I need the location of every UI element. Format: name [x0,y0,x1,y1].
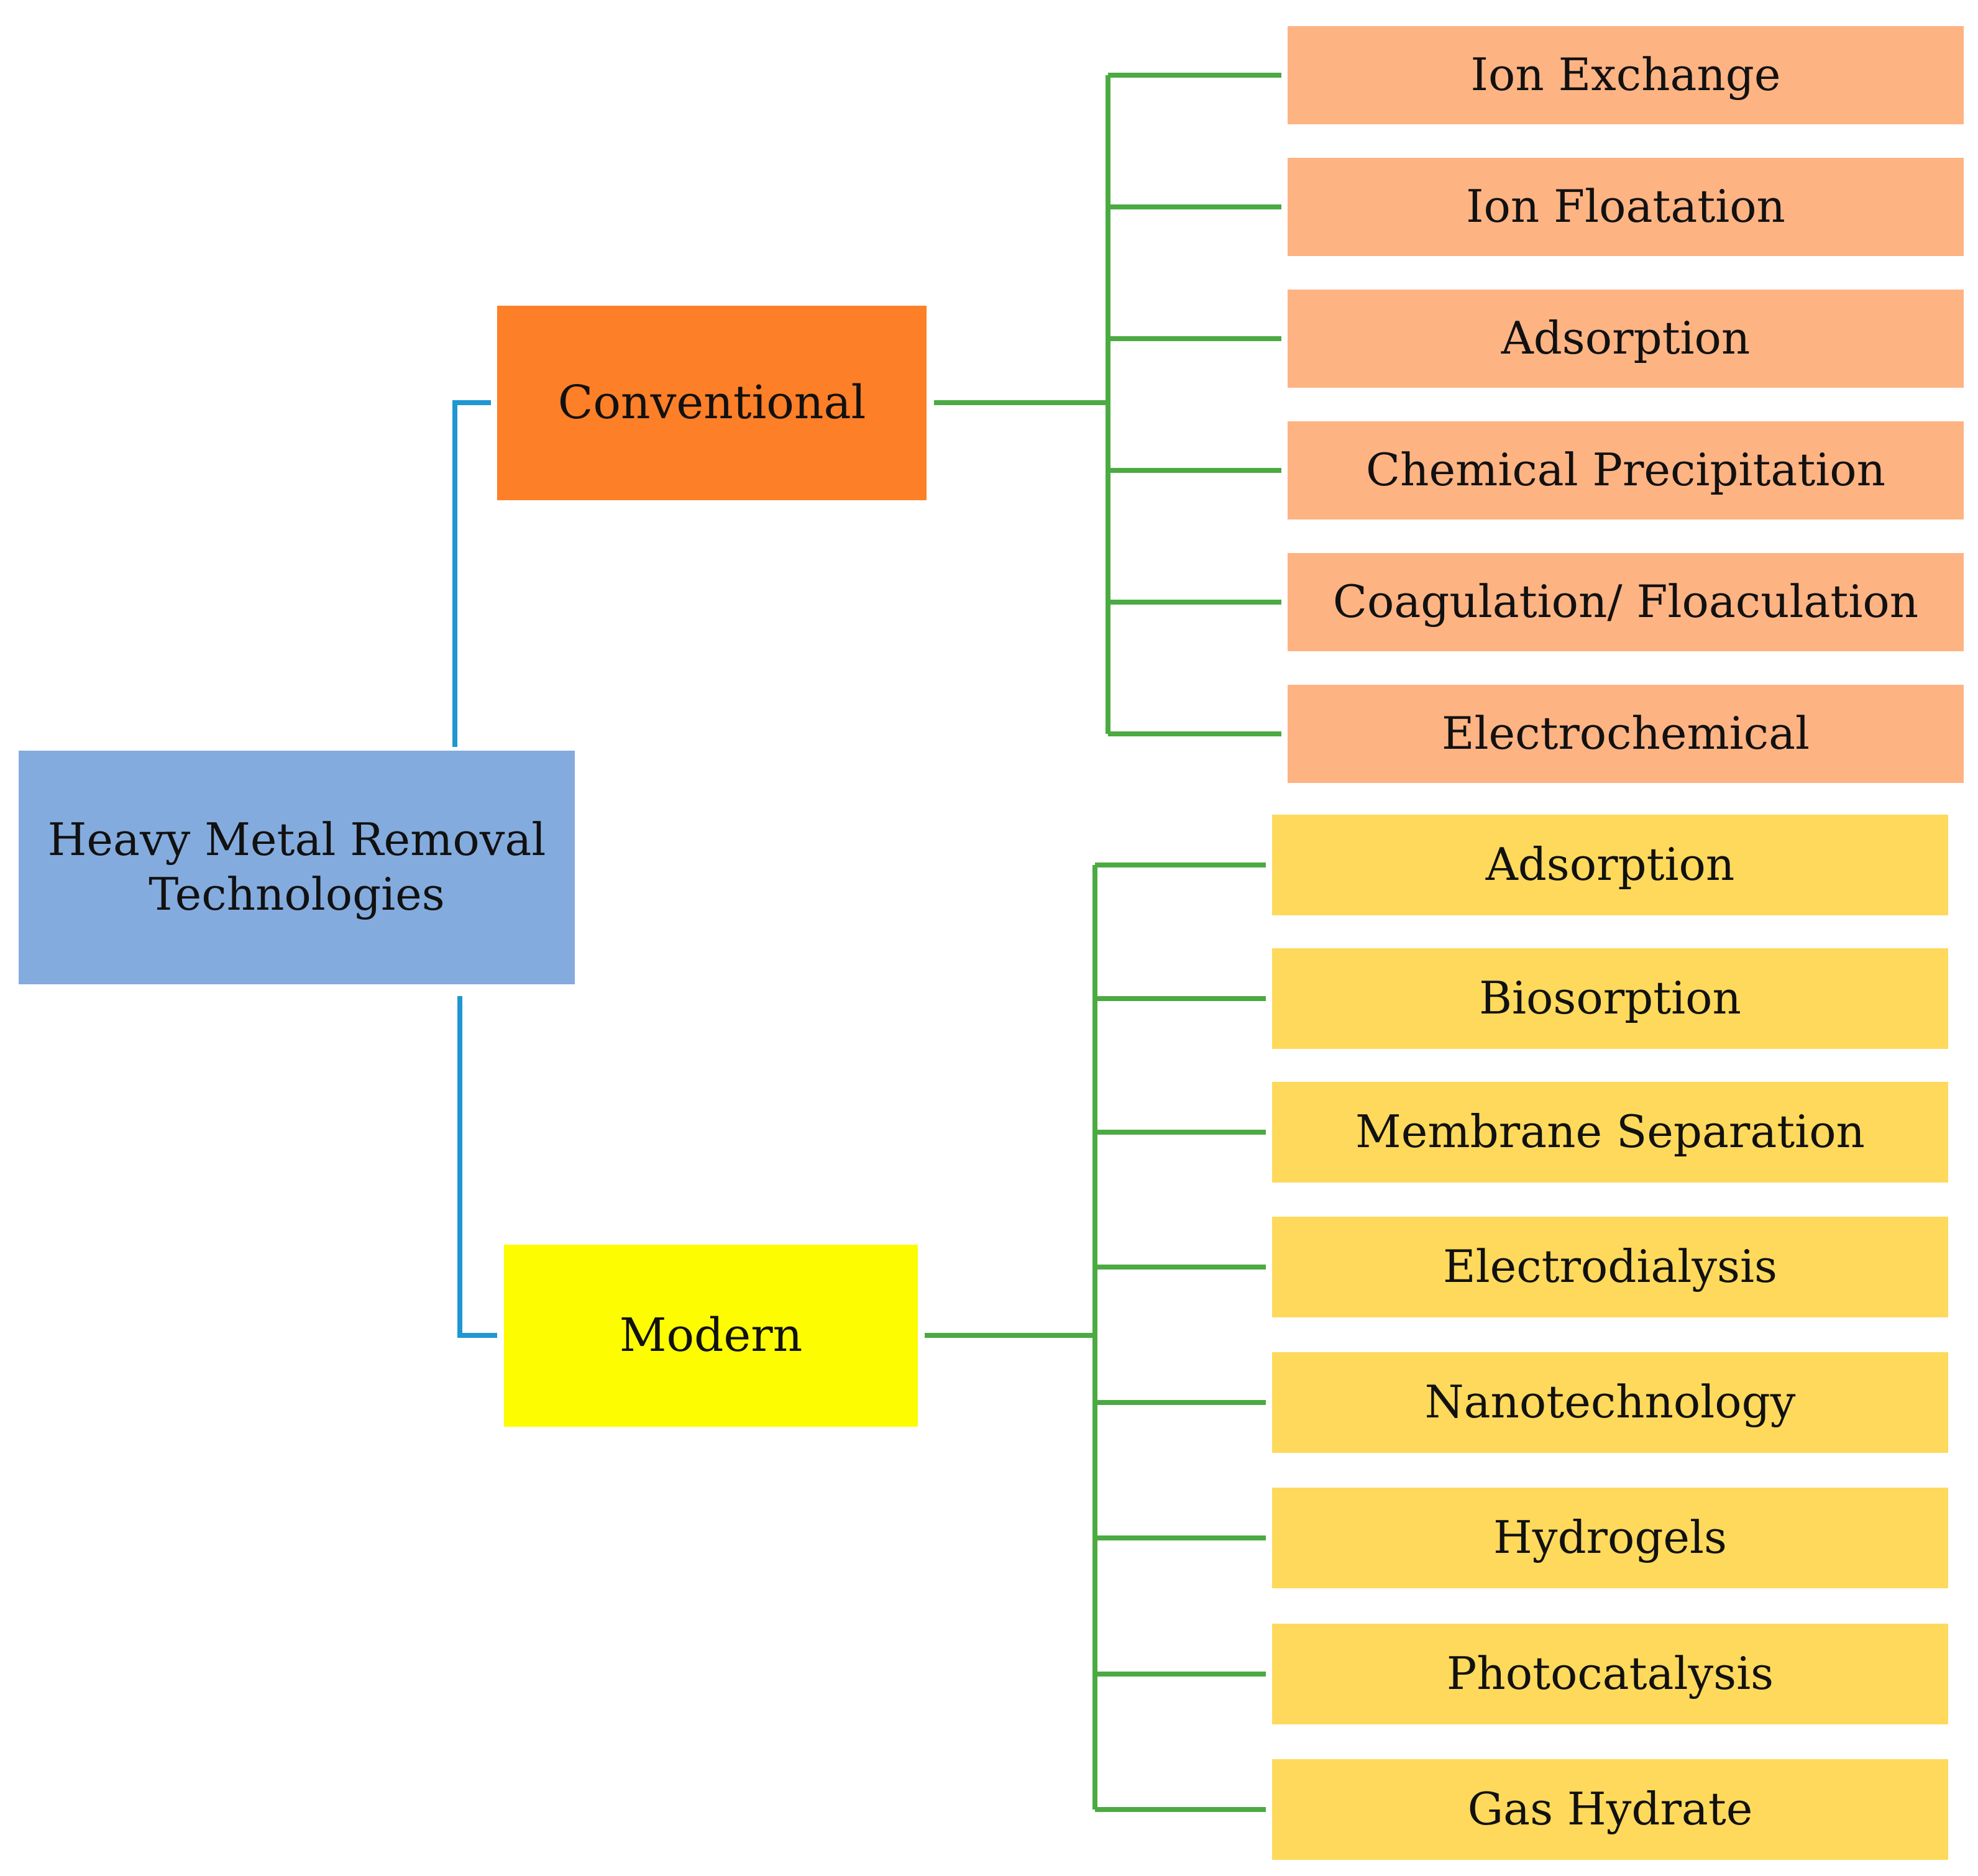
leaf-label: Coagulation/ Floaculation [1332,575,1919,628]
leaf-node: Membrane Separation [1272,1082,1948,1183]
root-label-line-2: Technologies [149,868,445,920]
leaf-label: Adsorption [1501,312,1751,365]
leaf-label: Hydrogels [1493,1511,1727,1564]
leaf-label: Adsorption [1485,838,1735,891]
root-node-heavy-metal-removal: Heavy Metal Removal Technologies [19,751,575,984]
leaf-node: Ion Exchange [1288,26,1964,124]
leaf-node: Photocatalysis [1272,1624,1948,1724]
leaf-label: Biosorption [1479,972,1741,1025]
branch-label-modern: Modern [619,1309,803,1363]
leaf-node: Electrodialysis [1272,1217,1948,1317]
leaf-node: Biosorption [1272,948,1948,1049]
modern-connector-tree [925,863,1266,1812]
leaf-node: Coagulation/ Floaculation [1288,553,1964,651]
leaf-label: Ion Floatation [1466,180,1785,233]
leaf-label: Nanotechnology [1424,1376,1796,1429]
leaf-label: Membrane Separation [1355,1105,1865,1158]
leaf-node: Adsorption [1272,815,1948,915]
leaf-label: Gas Hydrate [1467,1783,1753,1836]
branch-label-conventional: Conventional [557,376,866,430]
leaf-node: Gas Hydrate [1272,1759,1948,1860]
branch-node-conventional: Conventional [497,306,927,500]
leaf-label: Photocatalysis [1446,1647,1774,1700]
leaf-label: Electrochemical [1441,707,1810,760]
leaf-label: Ion Exchange [1470,48,1781,101]
leaf-node: Chemical Precipitation [1288,421,1964,519]
leaf-node: Hydrogels [1272,1488,1948,1588]
leaf-node: Nanotechnology [1272,1352,1948,1453]
leaf-label: Electrodialysis [1443,1240,1777,1293]
branch-node-modern: Modern [504,1245,918,1427]
leaf-label: Chemical Precipitation [1365,444,1885,496]
connector-root-conventional [452,400,491,747]
leaf-node: Electrochemical [1288,685,1964,783]
conventional-connector-tree [934,73,1281,736]
leaf-node: Ion Floatation [1288,158,1964,256]
root-label-line-1: Heavy Metal Removal [47,813,546,866]
leaf-node: Adsorption [1288,290,1964,388]
connector-root-modern [457,996,497,1338]
